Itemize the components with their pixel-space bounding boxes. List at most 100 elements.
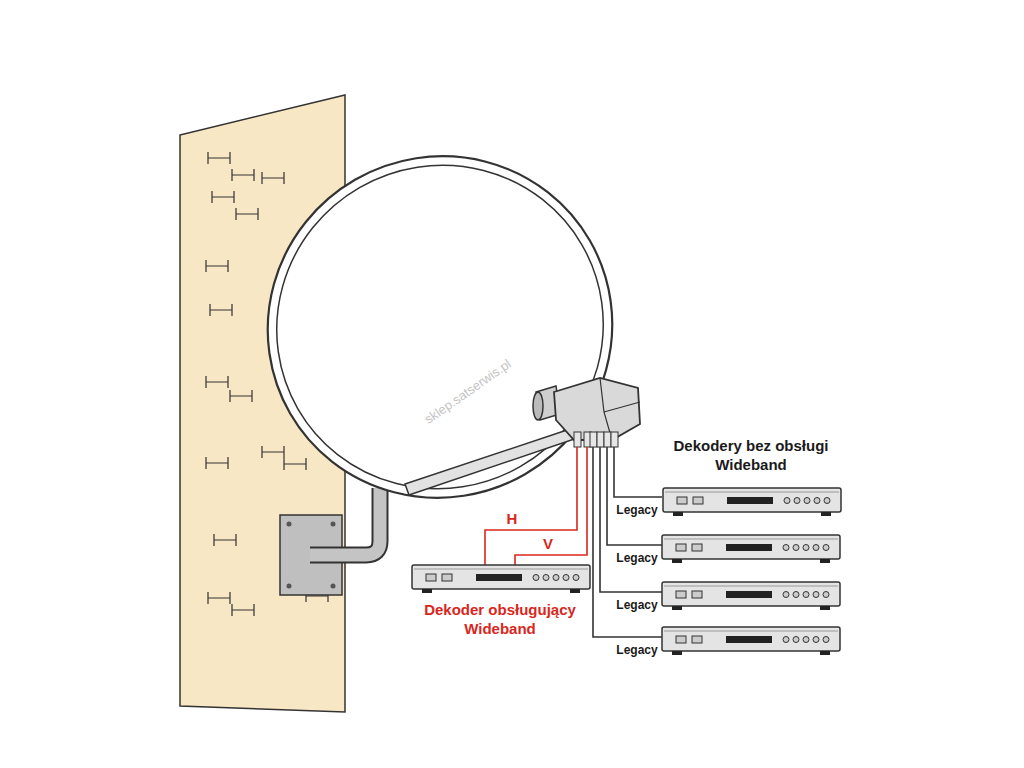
illustration-part [212, 191, 234, 203]
illustration-part [533, 575, 539, 581]
legacy-cable [614, 447, 662, 497]
illustration-part [803, 637, 809, 643]
illustration-part [208, 152, 230, 164]
lnb-output [611, 432, 618, 447]
screw [331, 522, 336, 527]
illustration-part [662, 627, 840, 651]
illustration-part [206, 457, 228, 469]
illustration-part [664, 539, 838, 540]
decoder-drawing [662, 487, 842, 517]
illustration-part [793, 592, 799, 598]
illustration-part [784, 498, 790, 504]
decoder-caption: Dekodery bez obsługi Wideband [651, 436, 851, 474]
lnb-edge [600, 378, 640, 440]
v-cable [515, 447, 587, 568]
dish-rim [205, 93, 675, 560]
legacy-cable [600, 447, 662, 592]
decoders [662, 535, 840, 655]
illustration-part [803, 545, 809, 551]
illustration-part [803, 592, 809, 598]
mount-arm [310, 488, 380, 555]
illustration-part [676, 544, 686, 551]
signal-name: H [507, 511, 518, 528]
illustration-part [814, 498, 820, 504]
legacy-cable [607, 447, 662, 545]
illustration-part [676, 591, 686, 598]
illustration-part [662, 582, 840, 606]
illustration-part [813, 545, 819, 551]
decoder-drawing [411, 564, 591, 594]
illustration-part [553, 575, 559, 581]
output-label: Legacy [616, 552, 657, 565]
screw [287, 584, 292, 589]
illustration-part [663, 488, 841, 512]
decoder-box [662, 627, 840, 655]
illustration-part [692, 636, 702, 643]
illustration-part [426, 574, 436, 581]
illustration-part [284, 458, 306, 470]
lnb-output [604, 432, 611, 447]
screw [287, 522, 292, 527]
illustration-part [662, 535, 840, 559]
decoder-box [662, 535, 840, 563]
illustration-part [692, 544, 702, 551]
illustration-part [823, 592, 829, 598]
illustration-part [692, 591, 702, 598]
illustration-part [820, 651, 830, 655]
illustration-part [824, 498, 830, 504]
illustration-part [726, 544, 772, 551]
illustration-part [664, 631, 838, 632]
illustration-part [804, 498, 810, 504]
illustration-part [230, 390, 252, 402]
illustration-part [414, 569, 588, 570]
illustration-part [232, 604, 254, 616]
legacy-cable [593, 447, 662, 637]
illustration-part [823, 637, 829, 643]
lnb-output [574, 432, 581, 447]
illustration-part [783, 592, 789, 598]
illustration-part [794, 498, 800, 504]
illustration-part [726, 591, 772, 598]
decoder-node: Dekoder obsługujący Wideband [403, 564, 597, 642]
dish-inner-rim [217, 106, 662, 549]
illustration-part [236, 208, 258, 220]
feed-arm [405, 424, 589, 495]
illustration-part [665, 492, 839, 493]
illustration-part [672, 606, 682, 610]
output-label: Legacy [616, 599, 657, 612]
decoder-box [663, 488, 841, 516]
lnb [533, 378, 640, 447]
illustration-part [570, 589, 580, 593]
lnb-horn-cap [533, 392, 543, 420]
illustration-part [208, 592, 230, 604]
illustration-part [262, 446, 284, 458]
illustration-part [673, 512, 683, 516]
illustration-part [210, 304, 232, 316]
lnb-body [554, 378, 640, 440]
decoder-caption: Dekoder obsługujący Wideband [403, 600, 597, 638]
lnb-output [597, 432, 604, 447]
illustration-part [820, 606, 830, 610]
illustration-part [672, 559, 682, 563]
illustration-part [672, 651, 682, 655]
illustration-part [573, 575, 579, 581]
decoder-box [412, 565, 590, 593]
illustration-part [664, 586, 838, 587]
output-label: Legacy [616, 504, 657, 517]
illustration-part [693, 497, 703, 504]
illustration-part [813, 592, 819, 598]
illustration-part [793, 545, 799, 551]
illustration-part [422, 589, 432, 593]
illustration-part [442, 574, 452, 581]
illustration-part [727, 497, 773, 504]
illustration-part [214, 534, 236, 546]
illustration-part [676, 636, 686, 643]
decoder-node: Dekodery bez obsługi Wideband [651, 436, 851, 521]
h-cable [485, 447, 577, 568]
illustration-part [206, 376, 228, 388]
illustration-part [543, 575, 549, 581]
illustration-part [783, 545, 789, 551]
illustration-part [412, 565, 590, 589]
